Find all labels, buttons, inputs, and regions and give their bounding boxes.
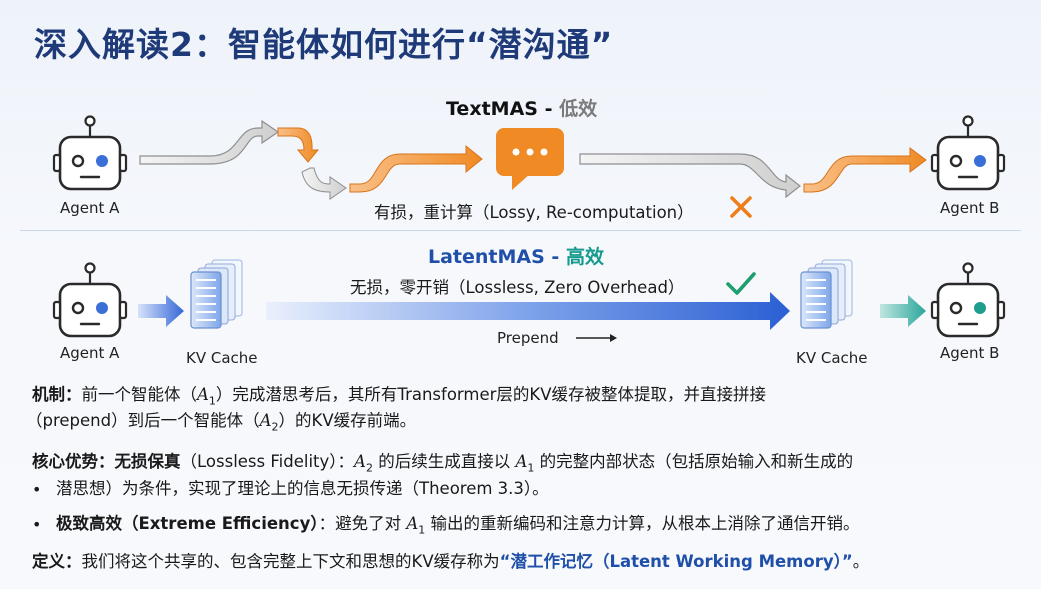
robot-icon: [930, 262, 1006, 338]
latentmas-note: 无损，零开销（Lossless, Zero Overhead）: [350, 278, 685, 297]
robot-icon: [930, 115, 1006, 191]
kv-cache-stack-icon: [800, 259, 853, 329]
agent-a-label: Agent A: [60, 344, 120, 362]
efficiency-line: 极致高效（Extreme Efficiency）：避免了对 A1 输出的重新编码…: [56, 514, 860, 537]
chat-bubble-icon: [496, 128, 564, 190]
advantage-line-1: 核心优势：无损保真（Lossless Fidelity）：A2 的后续生成直接以…: [32, 452, 854, 475]
prepend-label: Prepend: [497, 329, 559, 347]
agent-a-label: Agent A: [60, 199, 120, 217]
kv-cache-stack-icon: [190, 259, 243, 329]
bullet: •: [32, 480, 42, 499]
kv-cache-label: KV Cache: [796, 349, 868, 367]
arrow-icon: [266, 292, 790, 330]
check-icon: [726, 272, 756, 295]
textmas-heading: TextMAS - 低效: [446, 98, 598, 120]
latentmas-heading: LatentMAS - 高效: [428, 246, 604, 268]
cross-icon: [730, 196, 752, 218]
arrow-icon: [139, 119, 927, 200]
kv-cache-label: KV Cache: [186, 349, 258, 367]
robot-icon: [52, 262, 128, 338]
arrow-icon: [880, 295, 926, 327]
agent-b-label: Agent B: [940, 344, 1000, 362]
arrow-icon: [576, 334, 617, 342]
robot-icon: [52, 115, 128, 191]
diagram: TextMAS - 低效 Agent A Agent B 有损，重计算（Loss…: [20, 98, 1021, 367]
advantage-line-2: 潜思想）为条件，实现了理论上的信息无损传递（Theorem 3.3）。: [56, 479, 549, 498]
bullet: •: [32, 515, 42, 534]
diagram-canvas: [52, 115, 1006, 342]
textmas-note: 有损，重计算（Lossy, Re-computation）: [374, 203, 694, 222]
agent-b-label: Agent B: [940, 199, 1000, 217]
arrow-icon: [138, 295, 184, 327]
divider: [20, 230, 1021, 231]
page-title: 深入解读2：智能体如何进行“潜沟通”: [34, 25, 614, 64]
mechanism-line-1: 机制：前一个智能体（A1）完成潜思考后，其所有Transformer层的KV缓存…: [32, 385, 767, 408]
definition-line: 定义：我们将这个共享的、包含完整上下文和思想的KV缓存称为“潜工作记忆（Late…: [32, 552, 870, 571]
mechanism-line-2: （prepend）到后一个智能体（A2）的KV缓存前端。: [26, 411, 417, 434]
